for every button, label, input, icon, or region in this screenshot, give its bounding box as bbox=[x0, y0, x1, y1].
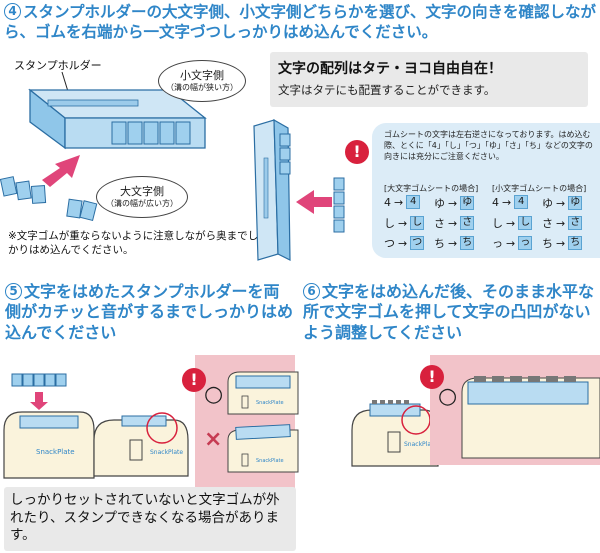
step6-ok-closeup bbox=[461, 376, 600, 459]
small-chip: し bbox=[518, 216, 533, 230]
orientation-note: ゴムシートの文字は左右逆さになっております。はめ込む際、とくに「4」「し」「つ」… bbox=[384, 130, 593, 162]
large-chip: ゆ bbox=[460, 196, 475, 210]
large-side-label: 大文字側 bbox=[120, 185, 164, 198]
large-pair: さ→さ bbox=[434, 215, 475, 231]
small-chip: さ bbox=[568, 216, 583, 230]
step5-number: 5 bbox=[5, 283, 22, 300]
small-pair: ゆ→ゆ bbox=[542, 195, 583, 211]
small-side-note: （溝の幅が狭い方） bbox=[166, 82, 238, 92]
small-from: 4 bbox=[492, 195, 499, 209]
large-pair: し→し bbox=[384, 215, 425, 231]
step5-brand-ok: SnackPlate bbox=[256, 400, 284, 406]
step5-brand-side: SnackPlate bbox=[150, 449, 183, 456]
arrow-right-icon: → bbox=[506, 236, 516, 250]
small-pair: さ→さ bbox=[542, 215, 583, 231]
vertical-holder-illustration bbox=[253, 118, 345, 261]
step6-heading-text: 文字をはめ込んだ後、そのまま水平な所で文字ゴムを押して文字の凸凹がないよう調整し… bbox=[303, 282, 595, 342]
small-pair: し→し bbox=[492, 215, 533, 231]
large-from: さ bbox=[434, 217, 445, 230]
step4-heading-text: スタンプホルダーの大文字側、小文字側どちらかを選び、文字の向きを確認しながら、ゴ… bbox=[4, 3, 597, 41]
small-chip: 4 bbox=[514, 195, 529, 209]
small-from: し bbox=[492, 217, 503, 230]
large-chip: 4 bbox=[406, 195, 421, 209]
arrow-right-icon: → bbox=[506, 216, 516, 230]
step5-side-view: SnackPlate bbox=[93, 412, 189, 477]
arrow-right-icon: → bbox=[448, 236, 458, 250]
large-chip: し bbox=[410, 216, 425, 230]
large-from: ゆ bbox=[434, 197, 445, 210]
step6-brand-side: SnackPlate bbox=[404, 441, 437, 448]
large-chip: つ bbox=[410, 236, 425, 250]
step6-side-view: SnackPlate bbox=[351, 400, 439, 467]
large-sheet-label: [大文字ゴムシートの場合] bbox=[384, 184, 479, 193]
large-side-note: （溝の幅が広い方） bbox=[106, 198, 178, 208]
small-pair: っ→っ bbox=[492, 235, 533, 251]
large-pair: ゆ→ゆ bbox=[434, 195, 475, 211]
small-from: っ bbox=[492, 237, 503, 250]
arrow-right-icon: → bbox=[502, 195, 512, 209]
free-layout-title: 文字の配列はタテ・ヨコ自由自在！ bbox=[278, 61, 502, 77]
step5-warning-icon: ! bbox=[182, 368, 206, 392]
large-side-bubble: 大文字側 （溝の幅が広い方） bbox=[96, 176, 188, 218]
large-from: し bbox=[384, 217, 395, 230]
orientation-note-box: ゴムシートの文字は左右逆さになっております。はめ込む際、とくに「4」「し」「つ」… bbox=[372, 123, 600, 258]
small-from: さ bbox=[542, 217, 553, 230]
holder-label: スタンプホルダー bbox=[14, 59, 102, 72]
arrow-right-icon: → bbox=[448, 196, 458, 210]
arrow-right-icon: → bbox=[394, 195, 404, 209]
small-pair: 4→4 bbox=[492, 195, 529, 209]
large-chip: ち bbox=[460, 236, 475, 250]
small-from: ゆ bbox=[542, 197, 553, 210]
free-layout-desc: 文字はタテにも配置することができます。 bbox=[278, 83, 496, 97]
large-pair: 4→4 bbox=[384, 195, 421, 209]
step6-ok-mark: ○ bbox=[438, 384, 458, 409]
small-chip: っ bbox=[518, 236, 533, 250]
step6-number: 6 bbox=[303, 283, 320, 300]
large-pair: ち→ち bbox=[434, 235, 475, 251]
step5-warning-box: しっかりセットされていないと文字ゴムが外れたり、スタンプできなくなる場合がありま… bbox=[4, 487, 296, 551]
arrow-right-icon: → bbox=[556, 236, 566, 250]
step5-heading-text: 文字をはめたスタンプホルダーを両側がカチッと音がするまでしっかりはめ込んでくださ… bbox=[5, 282, 294, 342]
large-from: つ bbox=[384, 237, 395, 250]
step4-warning-icon: ! bbox=[345, 140, 369, 164]
step5-ng-mark: × bbox=[204, 427, 223, 452]
large-pair: つ→つ bbox=[384, 235, 425, 251]
small-chip: ち bbox=[568, 236, 583, 250]
step5-ng-closeup: SnackPlate bbox=[227, 424, 299, 473]
small-from: ち bbox=[542, 237, 553, 250]
large-from: ち bbox=[434, 237, 445, 250]
large-chip: さ bbox=[460, 216, 475, 230]
arrow-right-icon: → bbox=[556, 196, 566, 210]
stamp-holder-illustration bbox=[0, 71, 207, 222]
arrow-right-icon: → bbox=[556, 216, 566, 230]
small-side-label: 小文字側 bbox=[180, 69, 224, 82]
step5-ok-closeup: SnackPlate bbox=[227, 371, 299, 415]
step6-warning-icon: ! bbox=[420, 365, 444, 389]
step5-brand-ng: SnackPlate bbox=[256, 458, 284, 464]
step4-caption: ※文字ゴムが重ならないように注意しながら奥までしっかりはめ込んでください。 bbox=[8, 230, 269, 257]
free-layout-box: 文字の配列はタテ・ヨコ自由自在！ 文字はタテにも配置することができます。 bbox=[270, 52, 588, 107]
step5-brand-left: SnackPlate bbox=[36, 448, 75, 456]
small-pair: ち→ち bbox=[542, 235, 583, 251]
arrow-right-icon: → bbox=[398, 216, 408, 230]
small-side-bubble: 小文字側 （溝の幅が狭い方） bbox=[158, 60, 246, 102]
step5-ok-mark: ○ bbox=[204, 382, 224, 407]
small-chip: ゆ bbox=[568, 196, 583, 210]
large-from: 4 bbox=[384, 195, 391, 209]
step5-dispenser-illustration: SnackPlate bbox=[3, 373, 95, 479]
small-sheet-label: [小文字ゴムシートの場合] bbox=[492, 184, 587, 193]
step4-number: 4 bbox=[4, 3, 21, 20]
arrow-right-icon: → bbox=[398, 236, 408, 250]
arrow-right-icon: → bbox=[448, 216, 458, 230]
